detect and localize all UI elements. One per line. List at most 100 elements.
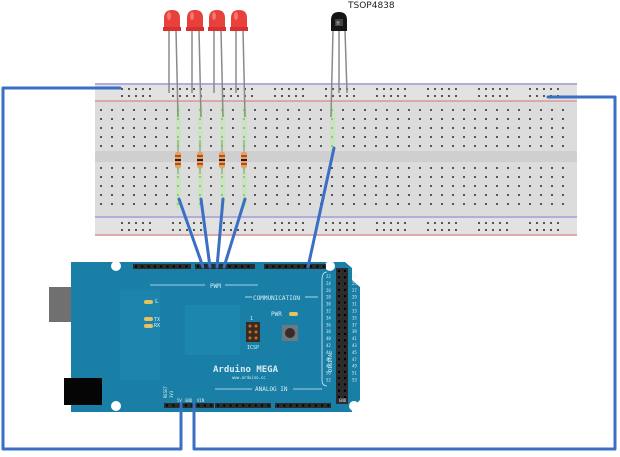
pwr-indicator [289,312,298,316]
rail-hole [149,229,151,231]
breadboard-hole [540,127,542,129]
rail-hole [353,229,355,231]
breadboard-hole [100,127,102,129]
icsp-label: ICSP [247,345,259,351]
breadboard-hole [353,167,355,169]
breadboard-hole [188,185,190,187]
breadboard-hole [122,203,124,205]
breadboard-hole [276,203,278,205]
rail-hole [121,229,123,231]
breadboard-hole [430,136,432,138]
breadboard-hole [386,118,388,120]
breadboard-hole [419,167,421,169]
breadboard-hole [122,194,124,196]
breadboard-hole [419,127,421,129]
breadboard-hole [507,109,509,111]
breadboard-hole [144,176,146,178]
vin-label: VIN [197,398,205,403]
digital-pin-number: 22 [326,274,331,279]
breadboard-hole [155,176,157,178]
rail-hole [492,229,494,231]
breadboard-hole [386,109,388,111]
breadboard-hole [210,136,212,138]
breadboard-hole [276,194,278,196]
header-pin [338,307,340,310]
breadboard-hole [375,203,377,205]
rail-hole [274,229,276,231]
rail-hole [302,222,304,224]
pwr-label: PWR [271,311,282,318]
breadboard-hole [122,176,124,178]
led-highlight [234,12,238,20]
header-pin [172,265,175,268]
header-pin [344,326,346,329]
header-pin [197,404,200,407]
rail-hole [499,229,501,231]
breadboard-hole [166,167,168,169]
breadboard-hole [562,145,564,147]
breadboard-hole [111,176,113,178]
header-pin [344,370,346,373]
breadboard-hole [430,194,432,196]
rail-hole [193,95,195,97]
header-pin [308,404,311,407]
header-pin [344,276,346,279]
breadboard-hole [408,185,410,187]
breadboard-hole [485,167,487,169]
header-pin [316,265,319,268]
rail-hole [149,95,151,97]
breadboard-hole [474,176,476,178]
breadboard-hole [287,176,289,178]
breadboard-hole [540,167,542,169]
breadboard-hole [144,185,146,187]
breadboard-hole [518,136,520,138]
rail-hole [404,229,406,231]
mounting-hole [349,401,359,411]
digital-header [336,268,348,404]
rail-hole [397,229,399,231]
rail-hole [390,95,392,97]
breadboard-hole [155,109,157,111]
breadboard-hole [265,167,267,169]
rail-hole [543,88,545,90]
breadboard-hole [111,167,113,169]
breadboard-hole [474,167,476,169]
mounting-hole [111,401,121,411]
breadboard-hole [276,127,278,129]
rail-hole [506,222,508,224]
rail-hole [186,95,188,97]
breadboard-hole [133,176,135,178]
breadboard-hole [518,118,520,120]
resistor-band [241,159,247,161]
breadboard-hole [144,203,146,205]
digital-label: DIGITAL [328,351,334,372]
breadboard-hole [298,176,300,178]
rail-hole [223,229,225,231]
resistor [219,140,225,174]
digital-pin-number: 41 [352,336,357,341]
breadboard-hole [463,127,465,129]
rail-hole [274,95,276,97]
rail-hole [332,229,334,231]
breadboard-hole [496,136,498,138]
rail-hole [295,95,297,97]
breadboard-hole [474,145,476,147]
breadboard-hole [320,136,322,138]
rail-hole [193,229,195,231]
header-pin [203,404,206,407]
led-highlight [212,12,216,20]
rail-hole [339,222,341,224]
header-pin [254,404,257,407]
breadboard-hole [342,145,344,147]
header-pin [267,404,270,407]
breadboard-hole [452,145,454,147]
breadboard-hole [419,118,421,120]
breadboard-hole [375,185,377,187]
breadboard-hole [562,203,564,205]
reset-button-cap[interactable] [285,328,295,338]
breadboard-hole [188,145,190,147]
rail-hole [244,222,246,224]
breadboard-hole [232,109,234,111]
rail-hole [506,88,508,90]
header-pin [344,301,346,304]
